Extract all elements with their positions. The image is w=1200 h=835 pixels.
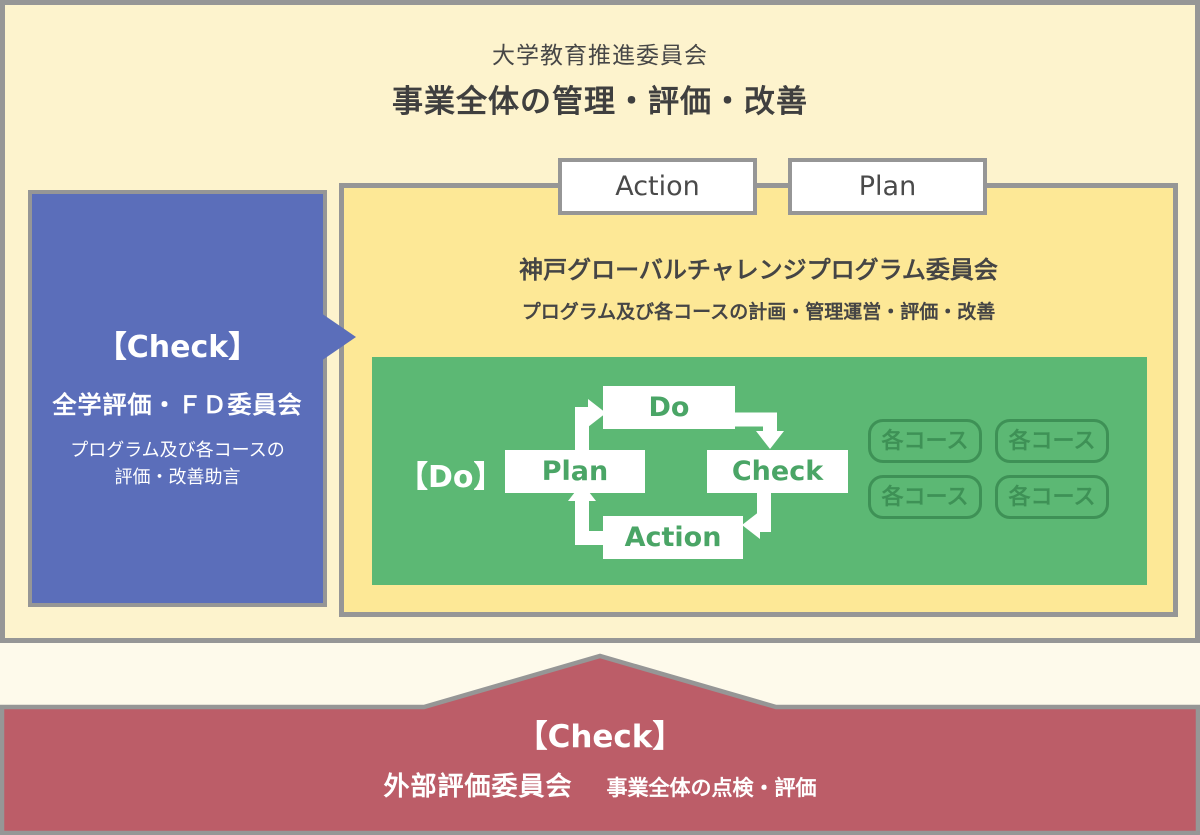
do-panel-label: 【Do】 <box>398 460 504 495</box>
external-check-detail: 外部評価委員会 事業全体の点検・評価 <box>0 766 1200 803</box>
course-chip: 各コース <box>868 419 982 463</box>
pdca-do-box: Do <box>603 386 735 429</box>
internal-check-committee-name: 全学評価・ＦＤ委員会 <box>52 391 303 419</box>
university-committee-role: 事業全体の管理・評価・改善 <box>392 84 808 120</box>
internal-check-description: プログラム及び各コースの 評価・改善助言 <box>28 437 327 491</box>
course-chip: 各コース <box>868 475 982 519</box>
internal-check-description-line2: 評価・改善助言 <box>114 467 241 488</box>
internal-check-description-line1: プログラム及び各コースの <box>70 440 285 461</box>
course-chip: 各コース <box>995 475 1109 519</box>
pdca-plan-box: Plan <box>505 450 645 493</box>
external-check-role: 事業全体の点検・評価 <box>606 776 817 800</box>
program-committee-name: 神戸グローバルチャレンジプログラム委員会 <box>519 256 998 284</box>
pdca-check-box: Check <box>707 450 848 493</box>
external-check-band <box>0 653 1200 835</box>
pdca-action-box: Action <box>603 516 743 559</box>
program-committee-role: プログラム及び各コースの計画・管理運営・評価・改善 <box>521 301 996 323</box>
internal-check-label: 【Check】 <box>96 330 259 365</box>
course-chip: 各コース <box>995 419 1109 463</box>
external-check-committee-name: 外部評価委員会 <box>383 772 573 802</box>
internal-check-panel <box>28 190 327 607</box>
external-check-label: 【Check】 <box>516 719 684 755</box>
action-tag: Action <box>558 158 757 215</box>
university-committee-name: 大学教育推進委員会 <box>492 43 708 69</box>
plan-tag: Plan <box>788 158 987 215</box>
check-right-arrow-icon <box>321 313 356 361</box>
